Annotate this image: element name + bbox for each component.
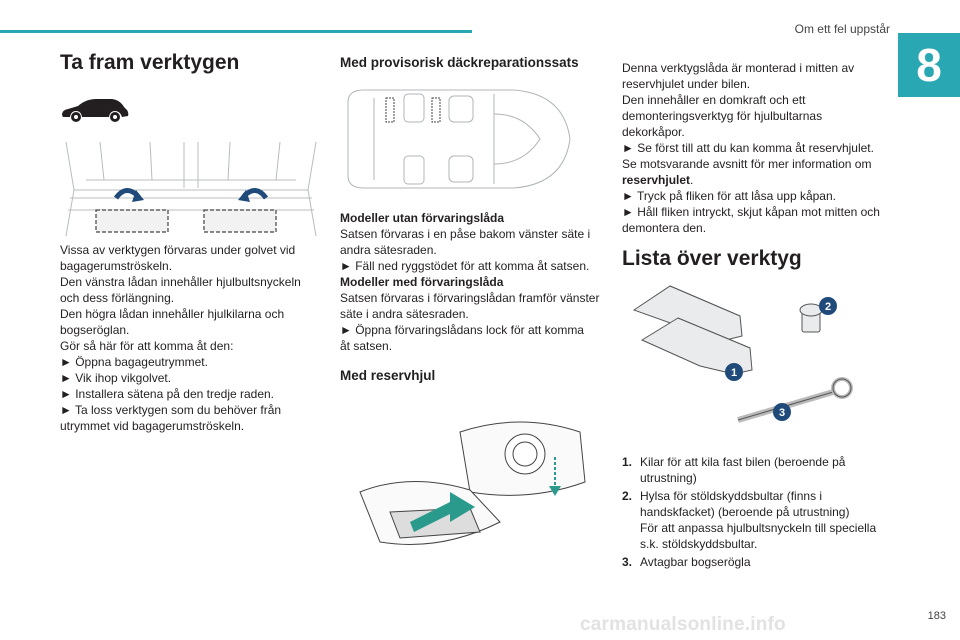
column-2: Med provisorisk däckreparationssats Mode… — [340, 50, 610, 545]
subsection-heading: Med reservhjul — [340, 368, 436, 383]
number-badge: 1 — [725, 363, 743, 381]
body-line: utrymmet vid bagagerumströskeln. — [60, 419, 245, 433]
badge-label: 1 — [731, 367, 737, 379]
subheading-with-box: Modeller med förvaringslåda — [340, 275, 504, 289]
column-1: Ta fram verktygen Vissa av verktygen för… — [60, 50, 322, 433]
body-line: ► Installera sätena på den tredje raden. — [60, 387, 275, 401]
subsection-heading: Med provisorisk däckreparationssats — [340, 55, 579, 70]
watermark: carmanualsonline.info — [580, 614, 786, 635]
badge-label: 3 — [779, 407, 785, 419]
tool-kit-illustration: 1 2 3 — [632, 285, 853, 423]
trunk-floor-illustration — [65, 141, 317, 237]
body-line: demontera den. — [622, 221, 707, 235]
body-line: bagagerumströskeln. — [60, 259, 173, 273]
page-number: 183 — [927, 610, 946, 622]
body-line: åt satsen. — [340, 339, 393, 353]
list-item-line: s.k. stöldskyddsbultar. — [640, 537, 758, 551]
body-line: ► Ta loss verktygen som du behöver från — [60, 403, 282, 417]
section-title: Om ett fel uppstår — [794, 22, 890, 36]
body-line: Satsen förvaras i förvaringslådan framfö… — [340, 291, 600, 305]
list-item-line: handskfacket) (beroende på utrustning) — [640, 505, 850, 519]
number-badge: 2 — [819, 297, 837, 315]
body-line: Gör så här för att komma åt den: — [60, 339, 234, 353]
body-line: reservhjulet under bilen. — [622, 77, 751, 91]
body-line: ► Fäll ned ryggstödet för att komma åt s… — [340, 259, 590, 273]
body-line: ► Håll fliken intryckt, skjut kåpan mot … — [622, 205, 880, 219]
header-accent-bar — [0, 30, 472, 33]
chapter-tab: 8 — [898, 33, 960, 97]
body-line: Vissa av verktygen förvaras under golvet… — [60, 243, 296, 257]
section-heading: Ta fram verktygen — [60, 51, 240, 74]
list-item-number: 3. — [622, 555, 633, 569]
reference-link[interactable]: reservhjulet — [622, 173, 691, 187]
body-line: andra sätesraden. — [340, 243, 437, 257]
list-item-line: Avtagbar bogserögla — [640, 555, 751, 569]
list-item-line: utrustning) — [640, 471, 697, 485]
body-line: demonteringsverktyg för hjulbultarnas — [622, 109, 823, 123]
body-line: Den högra lådan innehåller hjulkilarna o… — [60, 307, 285, 321]
car-silhouette-icon — [62, 99, 129, 122]
body-line: Denna verktygslåda är monterad i mitten … — [622, 61, 855, 75]
list-item-number: 1. — [622, 455, 633, 469]
body-line: ► Tryck på fliken för att låsa upp kåpan… — [622, 189, 836, 203]
number-badge: 3 — [773, 403, 791, 421]
badge-label: 2 — [825, 301, 831, 313]
body-line: ► Öppna bagageutrymmet. — [60, 355, 208, 369]
body-line: bogseröglan. — [60, 323, 130, 337]
list-item: 1. Kilar för att kila fast bilen (beroen… — [622, 454, 892, 486]
body-line: Satsen förvaras i en påse bakom vänster … — [340, 227, 591, 241]
car-top-view-illustration — [347, 89, 571, 189]
list-item-line: Kilar för att kila fast bilen (beroende … — [640, 455, 846, 469]
body-line: Se motsvarande avsnitt för mer informati… — [622, 157, 872, 171]
body-line: Den vänstra lådan innehåller hjulbultsny… — [60, 275, 301, 289]
body-line: och dess förlängning. — [60, 291, 175, 305]
body-line: ► Öppna förvaringslådans lock för att ko… — [340, 323, 584, 337]
list-item: 2. Hylsa för stöldskyddsbultar (finns i … — [622, 488, 892, 552]
list-item-number: 2. — [622, 489, 633, 503]
body-line: Den innehåller en domkraft och ett — [622, 93, 806, 107]
chapter-number: 8 — [916, 39, 942, 91]
subheading-without-box: Modeller utan förvaringslåda — [340, 211, 505, 225]
body-line: säte i andra sätesraden. — [340, 307, 469, 321]
list-item-line: För att anpassa hjulbultsnyckeln till sp… — [640, 521, 877, 535]
spare-wheel-toolbox-illustration — [359, 421, 586, 545]
tools-list: 1. Kilar för att kila fast bilen (beroen… — [622, 454, 892, 572]
body-line: ► Vik ihop vikgolvet. — [60, 371, 172, 385]
list-item-line: Hylsa för stöldskyddsbultar (finns i — [640, 489, 823, 503]
body-line: dekorkåpor. — [622, 125, 685, 139]
section-heading: Lista över verktyg — [622, 247, 802, 270]
list-item: 3. Avtagbar bogserögla — [622, 554, 892, 570]
body-line: ► Se först till att du kan komma åt rese… — [622, 141, 874, 155]
